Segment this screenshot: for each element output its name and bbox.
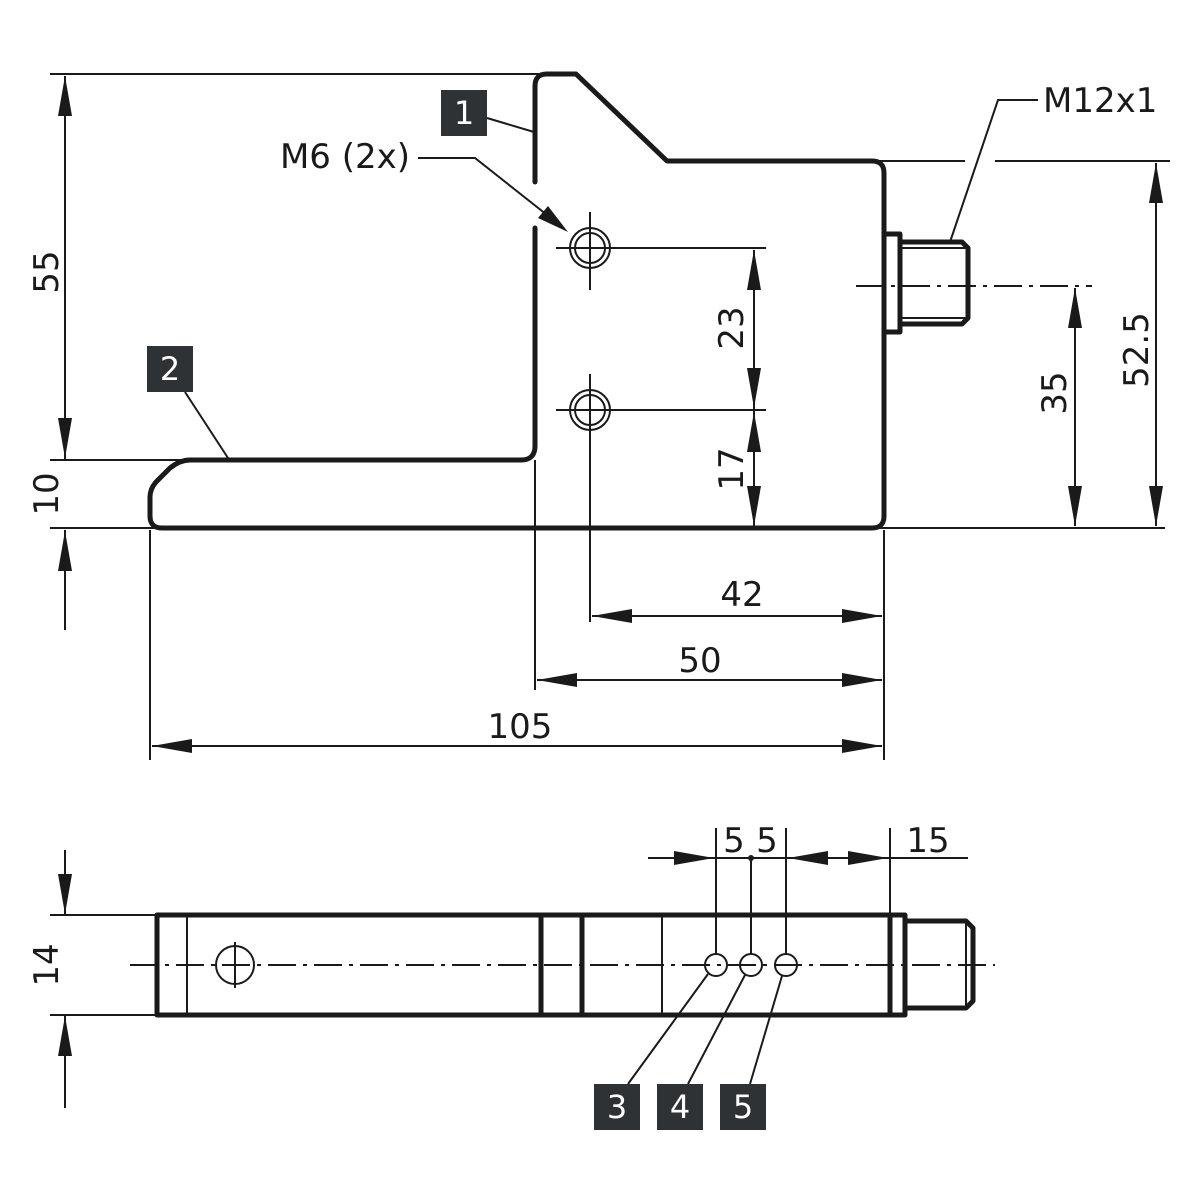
dim-height-total: 55 [27, 250, 67, 293]
callout-4: 4 [670, 1088, 690, 1126]
dim-connector-offset: 15 [906, 821, 949, 861]
connector-thread-lines [900, 247, 968, 319]
dim-body-height: 52.5 [1117, 312, 1157, 388]
callout-box-1 [441, 90, 487, 136]
dim-connector-height: 35 [1035, 371, 1075, 414]
callout-box-4 [657, 1084, 703, 1130]
label-thread-holes: M6 (2x) [280, 137, 410, 177]
connector-flange [881, 231, 903, 335]
top-view: 14 5 5 15 3 4 5 [27, 821, 995, 1130]
callout-1: 1 [454, 94, 474, 132]
dim-body-width: 50 [678, 641, 721, 681]
dim-total-length: 105 [488, 707, 553, 747]
mounting-hole-upper [556, 212, 766, 290]
mounting-hole-lower [556, 374, 766, 622]
dim-led-spacing-b: 5 [756, 821, 778, 861]
label-connector-thread: M12x1 [1043, 81, 1157, 121]
callout-box-3 [594, 1084, 640, 1130]
housing-slot-edge [147, 225, 538, 500]
dim-width: 14 [27, 943, 67, 986]
dim-led-spacing-a: 5 [723, 821, 745, 861]
side-view: 55 10 23 17 35 52.5 42 50 [27, 71, 1170, 760]
dim-hole-spacing: 23 [712, 306, 752, 349]
dim-hole-offset: 42 [720, 575, 763, 615]
callout-box-5 [720, 1084, 766, 1130]
callout-5: 5 [733, 1088, 753, 1126]
callout-3: 3 [607, 1088, 627, 1126]
connector-body [897, 239, 971, 327]
callout-2: 2 [160, 350, 180, 388]
callout-box-2 [147, 346, 193, 392]
dim-foot-height: 10 [27, 472, 67, 515]
top-mounting-hole [215, 942, 255, 988]
dim-hole-bottom: 17 [712, 447, 752, 490]
